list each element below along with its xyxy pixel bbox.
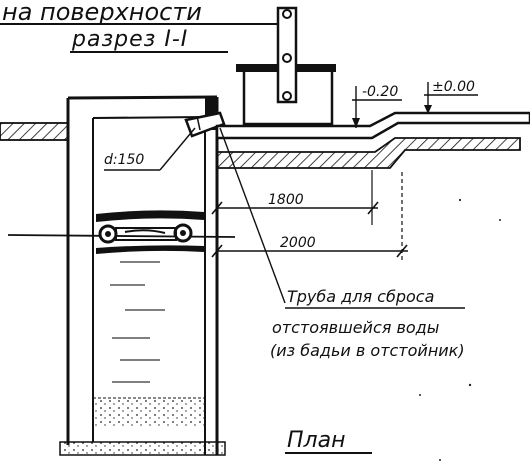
plan-title-group: План xyxy=(285,428,372,454)
overflow-pipe xyxy=(184,111,226,138)
platform xyxy=(215,111,530,169)
top-heading: на поверхности xyxy=(2,0,202,26)
shaft-inner-rim xyxy=(92,116,206,119)
pipe-diameter-leader xyxy=(159,127,196,171)
section-title: разрез I-I xyxy=(71,27,188,52)
axle-hub-right-center xyxy=(180,230,186,236)
ground-left xyxy=(0,122,69,141)
axle-drum-detail xyxy=(124,229,166,234)
axle-hub-left-center xyxy=(105,231,111,237)
level-zero-group: ±0.00 xyxy=(424,79,478,114)
axle-drum xyxy=(115,227,177,241)
tub-water-surface xyxy=(96,245,204,254)
shaft xyxy=(59,95,226,456)
dim-2000-group: 2000 xyxy=(211,172,408,262)
level-zero-label: ±0.00 xyxy=(432,79,475,95)
lifting-bar-hole-middle xyxy=(282,53,292,63)
dim-2000-label: 2000 xyxy=(280,235,316,251)
level-minus-group: -0.20 xyxy=(352,84,402,128)
tub xyxy=(96,210,204,383)
level-zero-arrow xyxy=(424,105,432,114)
note-line-2: отстоявшейся воды xyxy=(272,318,439,337)
lifting-bar-hole-top xyxy=(282,9,292,19)
pipe-flange xyxy=(196,115,201,131)
tub-rim xyxy=(96,210,204,222)
ground-left-hatch xyxy=(0,122,69,141)
pipe-body xyxy=(184,111,226,138)
level-minus-label: -0.20 xyxy=(362,84,398,100)
note-line-1: Труба для сброса xyxy=(287,287,434,306)
pipe-diameter-group: d:150 xyxy=(104,127,196,171)
note-leader xyxy=(219,127,286,304)
dim-1800-label: 1800 xyxy=(268,192,304,208)
pipe-diameter-label: d:150 xyxy=(104,152,144,168)
bottom-slab xyxy=(59,441,226,456)
dim-1800-tick-left xyxy=(211,201,223,215)
axle-line xyxy=(7,234,236,238)
dim-2000-tick-left xyxy=(211,244,223,258)
section-title-group: разрез I-I xyxy=(70,27,228,53)
sediment-layer xyxy=(93,398,205,428)
lifting-bar-hole-bottom xyxy=(282,91,292,101)
note-group: Труба для сброса отстоявшейся воды (из б… xyxy=(219,127,465,360)
shaft-top-rim xyxy=(67,95,218,100)
level-minus-arrow xyxy=(352,118,360,128)
paper-specks xyxy=(419,198,501,461)
dim-1800-tick xyxy=(367,201,379,215)
axle xyxy=(7,223,236,244)
top-heading-group: на поверхности xyxy=(0,0,290,26)
plan-title: План xyxy=(287,428,345,453)
dim-2000-tick xyxy=(396,244,408,258)
note-line-3: (из бадьи в отстойник) xyxy=(270,341,465,360)
settling-tank xyxy=(236,6,336,126)
platform-plate xyxy=(215,111,530,140)
dim-1800-group: 1800 xyxy=(211,170,379,225)
ground-right-hatch xyxy=(216,137,521,169)
